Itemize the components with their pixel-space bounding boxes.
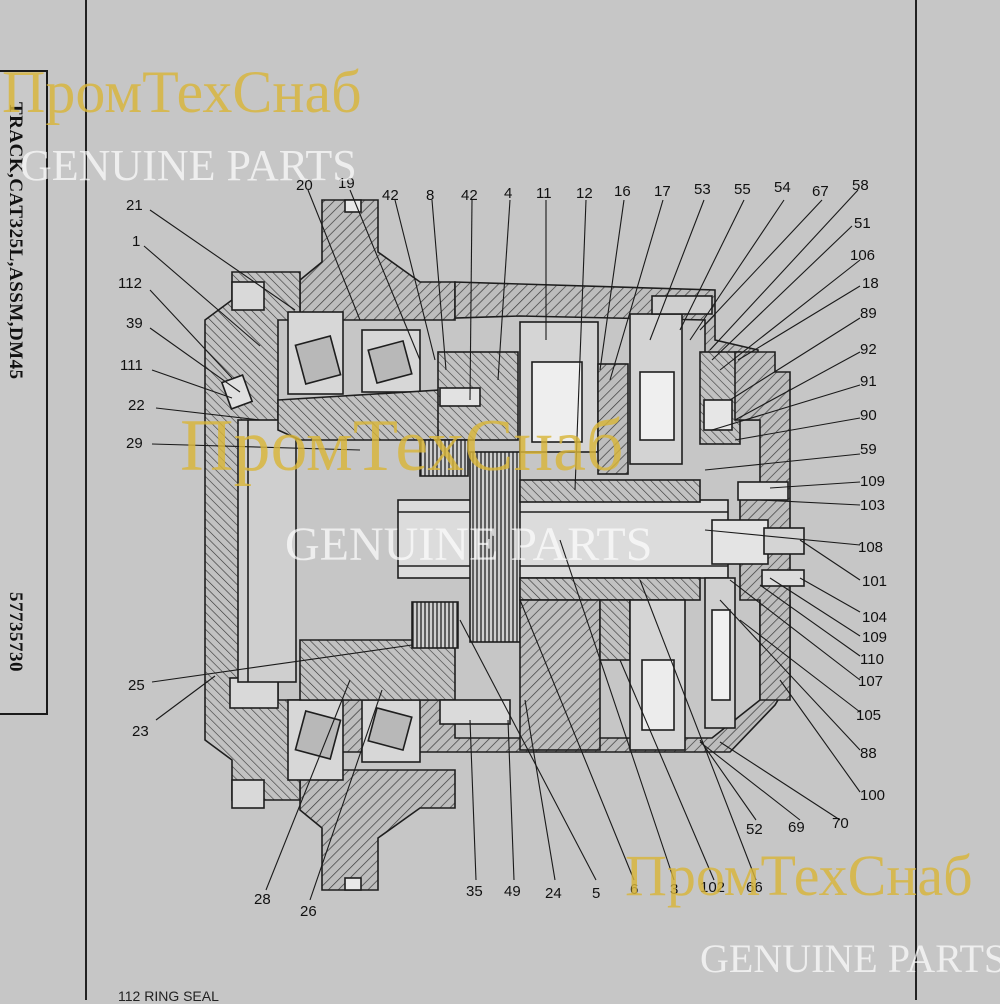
callout-bottom-2: 24 xyxy=(545,885,562,902)
callout-leader-lines xyxy=(143,189,861,901)
callout-right-12: 104 xyxy=(862,609,887,626)
callout-top-3: 8 xyxy=(426,187,434,204)
callout-right-21: 52 xyxy=(746,821,763,838)
part-number: 57735730 xyxy=(5,592,26,672)
callout-top-14: 58 xyxy=(852,177,869,194)
callout-top-4: 42 xyxy=(461,187,478,204)
callout-top-9: 17 xyxy=(654,183,671,200)
callout-right-19: 70 xyxy=(832,815,849,832)
callout-right-13: 109 xyxy=(862,629,887,646)
callout-right-5: 91 xyxy=(860,373,877,390)
drawing-frame xyxy=(85,0,917,1000)
callout-left-6: 29 xyxy=(126,435,143,452)
callout-top-0: 20 xyxy=(296,177,313,194)
callout-top-5: 4 xyxy=(504,185,512,202)
callout-bottom-5: 3 xyxy=(670,881,678,898)
callout-left-0: 21 xyxy=(126,197,143,214)
callout-left-9: 28 xyxy=(254,891,271,908)
callout-right-17: 88 xyxy=(860,745,877,762)
callout-bottom-1: 49 xyxy=(504,883,521,900)
drive-assembly-section xyxy=(204,199,805,891)
callout-left-7: 25 xyxy=(128,677,145,694)
callout-top-12: 54 xyxy=(774,179,791,196)
callout-right-10: 108 xyxy=(858,539,883,556)
callout-top-6: 11 xyxy=(536,185,552,202)
callout-left-2: 112 xyxy=(118,275,142,292)
callout-top-2: 42 xyxy=(382,187,399,204)
upper-taper-bearings xyxy=(287,311,421,395)
callout-right-15: 107 xyxy=(858,673,883,690)
callout-right-0: 51 xyxy=(854,215,871,232)
callout-right-18: 100 xyxy=(860,787,885,804)
callout-labels: 20 19 42 8 42 4 11 12 16 17 53 55 54 67 … xyxy=(118,175,887,920)
callout-right-9: 103 xyxy=(860,497,885,514)
callout-left-4: 111 xyxy=(120,357,143,374)
callout-top-13: 67 xyxy=(812,183,829,200)
watermark-brand-bottom: ПромТехСнаб xyxy=(625,843,973,908)
callout-left-8: 23 xyxy=(132,723,149,740)
callout-right-7: 59 xyxy=(860,441,877,458)
callout-right-2: 18 xyxy=(862,275,879,292)
callout-top-8: 16 xyxy=(614,183,631,200)
watermark-tagline-top: GENUINE PARTS xyxy=(20,141,357,190)
callout-top-11: 55 xyxy=(734,181,751,198)
callout-right-8: 109 xyxy=(860,473,885,490)
callout-left-5: 22 xyxy=(128,397,145,414)
callout-right-20: 69 xyxy=(788,819,805,836)
callout-bottom-4: 6 xyxy=(630,881,638,898)
parts-list-caption: 112 RING SEAL xyxy=(118,988,219,1004)
assembly-title: TRACK,CAT325L,ASSM,DM45 xyxy=(5,102,26,380)
callout-right-14: 110 xyxy=(860,651,884,668)
callout-right-16: 105 xyxy=(856,707,881,724)
callout-right-3: 89 xyxy=(860,305,877,322)
callout-left-3: 39 xyxy=(126,315,143,332)
watermark-tagline-middle: GENUINE PARTS xyxy=(285,518,652,571)
watermark-brand-top: ПромТехСнаб xyxy=(2,59,362,125)
watermark-brand-middle: ПромТехСнаб xyxy=(180,405,624,487)
watermarks: ПромТехСнаб GENUINE PARTS ПромТехСнаб GE… xyxy=(2,59,1000,981)
callout-right-1: 106 xyxy=(850,247,875,264)
callout-bottom-7: 66 xyxy=(746,879,763,896)
callout-right-4: 92 xyxy=(860,341,877,358)
callout-right-11: 101 xyxy=(862,573,887,590)
lower-taper-bearings xyxy=(287,699,421,781)
side-title-panel: TRACK,CAT325L,ASSM,DM45 57735730 xyxy=(0,70,48,715)
callout-left-1: 1 xyxy=(132,233,140,250)
callout-top-1: 19 xyxy=(338,175,355,192)
callout-bottom-0: 35 xyxy=(466,883,483,900)
callout-top-10: 53 xyxy=(694,181,711,198)
callout-bottom-3: 5 xyxy=(592,885,600,902)
watermark-tagline-bottom: GENUINE PARTS xyxy=(700,936,1000,981)
callout-top-7: 12 xyxy=(576,185,593,202)
callout-bottom-6: 102 xyxy=(700,879,725,896)
callout-right-6: 90 xyxy=(860,407,877,424)
callout-left-10: 26 xyxy=(300,903,317,920)
